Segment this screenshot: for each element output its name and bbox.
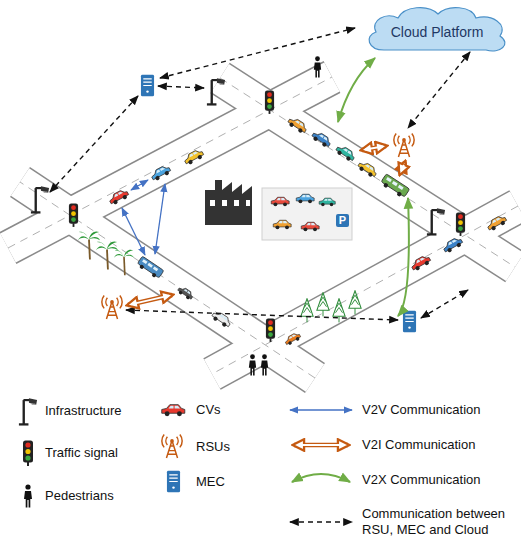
cloud-node: Cloud Platform bbox=[362, 4, 512, 56]
legend-text: MEC bbox=[196, 474, 225, 490]
legend-text: CVs bbox=[196, 402, 221, 418]
legend-text: Pedestrians bbox=[45, 488, 114, 504]
cloud-label: Cloud Platform bbox=[391, 24, 484, 40]
legend-text: Communication between RSU, MEC and Cloud bbox=[362, 506, 514, 538]
legend-text: Infrastructure bbox=[45, 403, 122, 419]
legend-text: V2X Communication bbox=[362, 472, 481, 488]
legend-text: V2V Communication bbox=[362, 402, 481, 418]
legend-text: RSUs bbox=[196, 439, 230, 455]
parking-sign: P bbox=[336, 214, 349, 227]
legend-text: Traffic signal bbox=[45, 445, 118, 461]
legend-text: V2I Communication bbox=[362, 437, 475, 453]
